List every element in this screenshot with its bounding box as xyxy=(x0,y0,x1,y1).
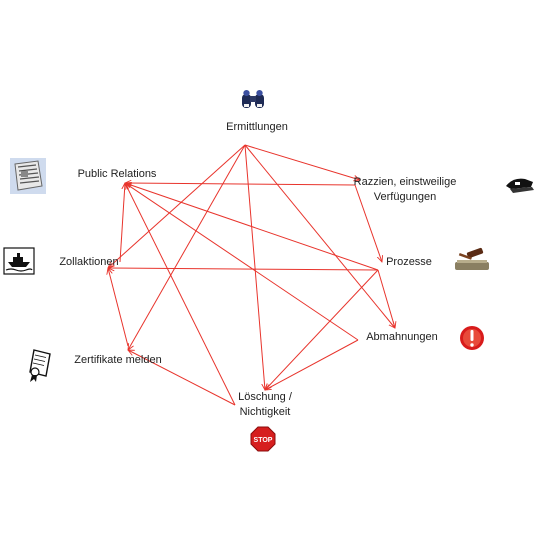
edge-loeschung-to-zertifikate xyxy=(128,350,236,406)
ship-icon xyxy=(3,247,35,275)
edge-ermittlungen-to-zertifikate xyxy=(128,144,246,350)
edge-prozesse-to-zollaktionen xyxy=(108,268,379,270)
node-abmahnungen-label[interactable]: Abmahnungen xyxy=(366,331,438,343)
edge-prozesse-to-public_relations xyxy=(125,183,379,271)
certificate-icon xyxy=(29,349,51,382)
node-zertifikate-label[interactable]: Zertifikate melden xyxy=(74,354,162,366)
node-public-relations-label[interactable]: Public Relations xyxy=(77,168,157,180)
edge-zollaktionen-to-public_relations xyxy=(119,183,125,263)
node-zollaktionen-label[interactable]: Zollaktionen xyxy=(59,256,119,268)
edge-razzien-to-public_relations xyxy=(125,183,356,185)
edge-loeschung-to-public_relations xyxy=(125,183,236,406)
binoculars-icon xyxy=(242,90,264,108)
svg-text:STOP: STOP xyxy=(254,437,273,444)
edge-zertifikate-to-zollaktionen xyxy=(108,268,129,347)
newspaper-icon xyxy=(10,158,46,194)
node-loeschung-label[interactable]: Löschung / Nichtigkeit xyxy=(238,391,292,418)
edge-abmahnungen-to-loeschung xyxy=(265,339,359,390)
edge-prozesse-to-abmahnungen xyxy=(377,269,395,328)
edge-ermittlungen-to-zollaktionen xyxy=(108,144,246,268)
edge-razzien-to-prozesse xyxy=(354,184,382,262)
edge-ermittlungen-to-razzien xyxy=(244,144,360,180)
edge-abmahnungen-to-public_relations xyxy=(125,183,359,341)
edge-ermittlungen-to-loeschung xyxy=(244,144,265,390)
node-razzien-label[interactable]: Razzien, einstweilige Verfügungen xyxy=(353,176,457,203)
edge-prozesse-to-loeschung xyxy=(265,269,379,390)
gavel-icon xyxy=(455,247,489,270)
stop-sign-icon: STOP xyxy=(250,426,276,452)
node-prozesse-label[interactable]: Prozesse xyxy=(386,256,432,268)
node-ermittlungen-label[interactable]: Ermittlungen xyxy=(226,121,288,133)
police-cap-icon xyxy=(506,178,534,193)
edge-ermittlungen-to-abmahnungen xyxy=(244,144,395,328)
edge-layer xyxy=(108,144,395,406)
exclamation-icon xyxy=(460,326,484,350)
